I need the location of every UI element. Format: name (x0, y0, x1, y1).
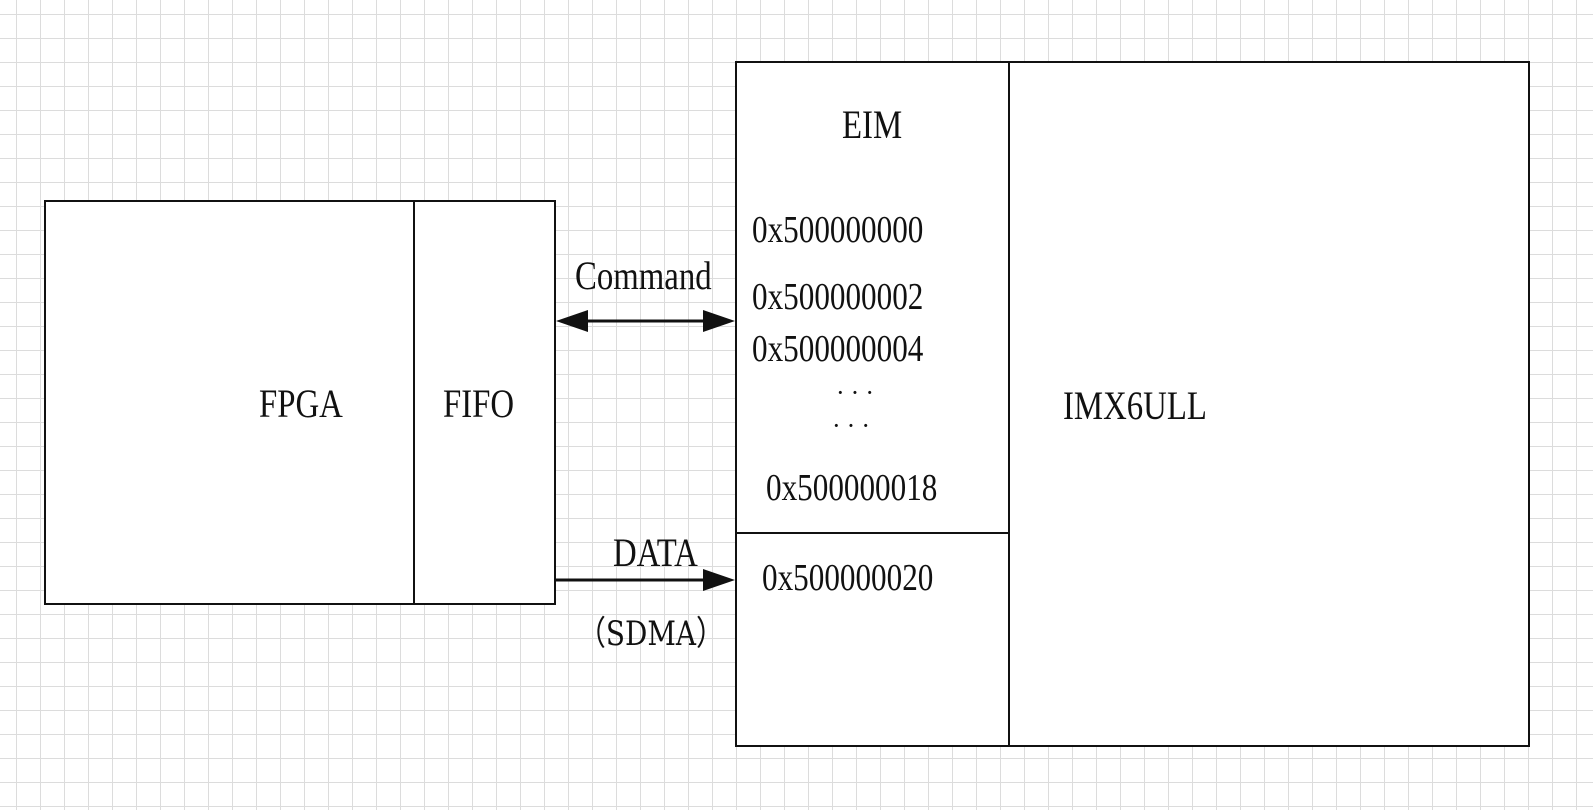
command-arrow (556, 310, 735, 332)
fpga-block (44, 200, 416, 605)
command-arrowhead-right (703, 310, 735, 332)
imx6ull-label: IMX6ULL (1063, 383, 1207, 428)
data-label: DATA (613, 530, 698, 575)
eim-address-0: 0x500000000 (752, 209, 924, 251)
eim-address-last-command: 0x500000018 (766, 467, 938, 509)
eim-label: EIM (842, 102, 903, 147)
eim-block (735, 61, 1010, 747)
eim-data-address: 0x500000020 (762, 557, 934, 599)
eim-ellipsis-0: ··· (836, 378, 880, 407)
eim-address-2: 0x500000004 (752, 328, 924, 370)
data-arrow (556, 569, 735, 591)
imx6ull-block (735, 61, 1530, 747)
eim-divider (735, 532, 1010, 534)
command-arrowhead-left (556, 310, 588, 332)
eim-ellipsis-1: ··· (832, 411, 876, 440)
data-arrowhead (703, 569, 735, 591)
eim-address-1: 0x500000002 (752, 276, 924, 318)
fifo-label: FIFO (443, 381, 515, 426)
fpga-label: FPGA (259, 381, 343, 426)
fifo-block (413, 200, 556, 605)
sdma-label: （SDMA） (578, 614, 724, 654)
command-label: Command (575, 253, 712, 298)
